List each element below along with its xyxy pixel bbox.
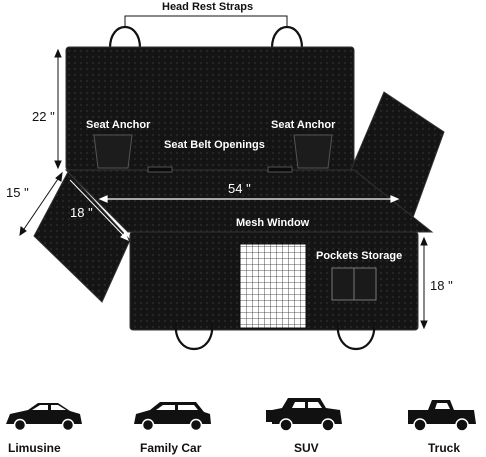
side-flap-left: [33, 171, 131, 303]
seat-anchor-right-pouch: [293, 134, 333, 169]
dimension-line-seat-depth: [420, 236, 428, 330]
dimension-side-flap-length-label: 18 ": [70, 205, 93, 220]
dimension-line-side-flap-length: [69, 179, 129, 241]
bottom-strap-left: [174, 321, 214, 350]
dimension-line-width: [98, 195, 400, 203]
head-rest-straps-label: Head Rest Straps: [162, 1, 254, 13]
seat-anchor-left-pouch: [93, 134, 133, 169]
mesh-window-label: Mesh Window: [236, 217, 310, 229]
seat-belt-opening-right: [267, 166, 293, 173]
seat-anchor-left-label: Seat Anchor: [86, 119, 151, 131]
vehicle-label-family-car: Family Car: [140, 441, 202, 455]
mesh-window: [239, 243, 307, 329]
pocket-storage-left: [331, 267, 355, 301]
suv-icon: [266, 398, 342, 432]
dimension-height-label: 22 ": [32, 109, 55, 124]
wagon-car-icon: [134, 402, 211, 432]
seat-anchor-right-label: Seat Anchor: [271, 119, 336, 131]
vehicle-label-suv: SUV: [294, 441, 319, 455]
dimension-width-label: 54 ": [228, 181, 251, 196]
seat-belt-openings-label: Seat Belt Openings: [164, 139, 265, 151]
dimension-side-flap-width-label: 15 ": [6, 185, 29, 200]
seat-belt-opening-left: [147, 166, 173, 173]
dimension-line-side-flap-width: [19, 171, 63, 237]
vehicle-label-limusine: Limusine: [8, 441, 61, 455]
head-rest-strap-left: [108, 25, 142, 49]
pickup-truck-icon: [408, 400, 476, 432]
head-rest-strap-right: [270, 25, 304, 49]
head-rest-bracket: [124, 15, 288, 26]
dimension-line-height: [54, 48, 62, 170]
dimension-seat-depth-label: 18 ": [430, 278, 453, 293]
vehicle-label-truck: Truck: [428, 441, 461, 455]
pockets-storage-label: Pockets Storage: [316, 250, 403, 262]
sedan-car-icon: [6, 403, 82, 432]
pocket-storage-right: [353, 267, 377, 301]
bottom-strap-right: [336, 321, 376, 350]
seat-panel: [64, 169, 434, 233]
